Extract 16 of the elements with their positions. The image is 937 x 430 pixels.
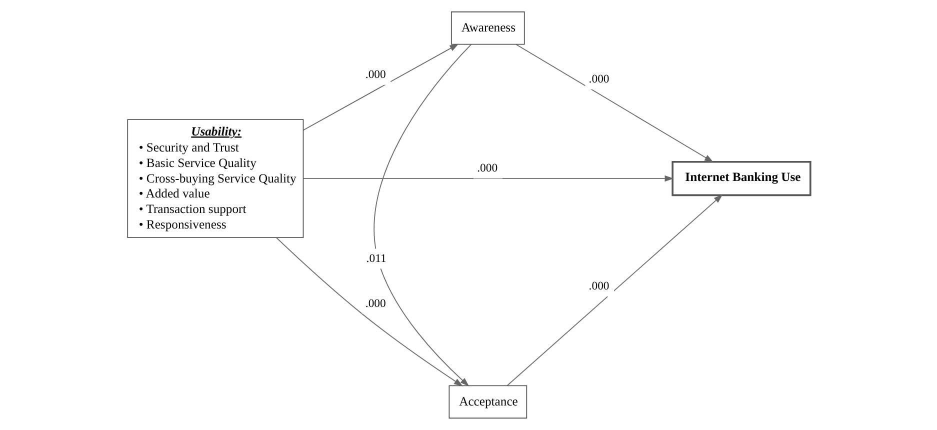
edge-label: .000 [364, 296, 386, 310]
edge-label: .011 [366, 252, 386, 265]
node-box: Awareness [450, 11, 524, 45]
node-box: Acceptance [448, 385, 527, 419]
edge-label: .000 [588, 280, 609, 293]
edge-label: .000 [476, 162, 498, 175]
edge-label: .000 [588, 72, 609, 86]
arrow [275, 237, 462, 386]
node-box: Internet Banking Use [671, 160, 811, 196]
arrow [506, 194, 722, 386]
arrow [515, 44, 714, 162]
edge-label: .000 [364, 68, 386, 81]
arrow [373, 44, 472, 386]
node-box: Usability: • Security and Trust • Basic Service Quality • Cross-buying Service Quality • Added value • Transaction support • Responsiveness [126, 119, 304, 238]
arrow [302, 44, 458, 131]
arrow [302, 175, 674, 182]
